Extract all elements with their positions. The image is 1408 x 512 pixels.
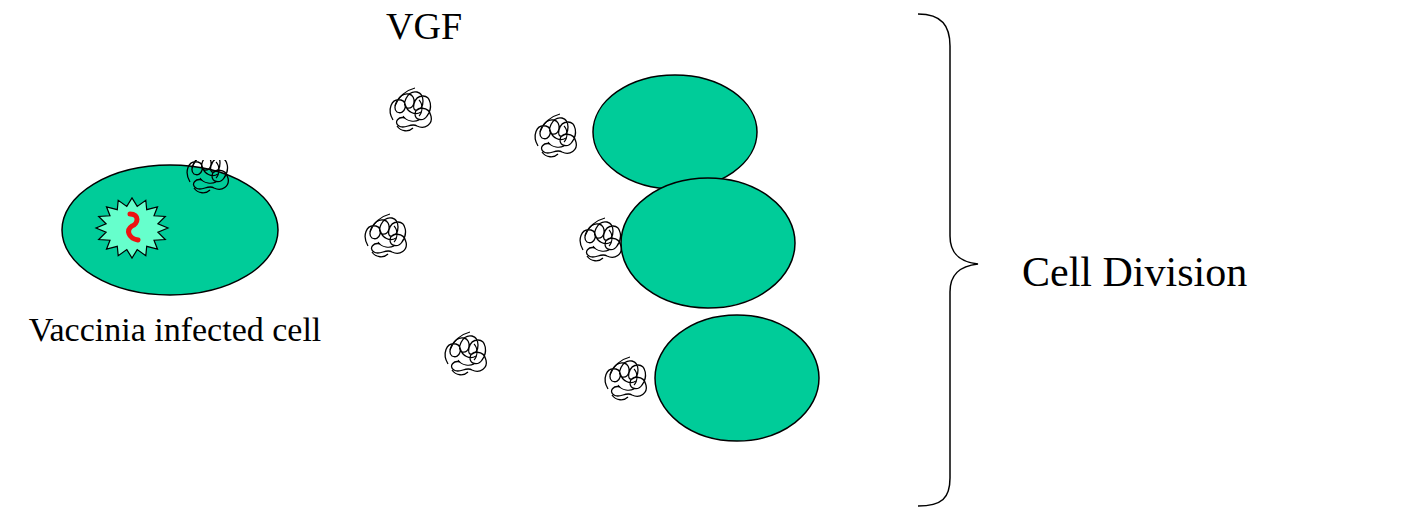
target-cell [655, 315, 819, 441]
target-cell [593, 75, 757, 189]
vgf-particle [605, 357, 646, 400]
vgf-particle [445, 332, 486, 375]
vgf-particle [365, 214, 406, 257]
cell-label: Vaccinia infected cell [20, 309, 330, 352]
brace [918, 14, 978, 506]
vgf-particle [580, 218, 621, 261]
outcome-label: Cell Division [1022, 248, 1247, 296]
protein-label: VGF [386, 4, 462, 48]
vgf-particle [535, 114, 576, 157]
vgf-particle [390, 88, 431, 131]
nucleus [96, 198, 168, 258]
viral-dna [129, 214, 138, 240]
target-cell [621, 178, 795, 308]
vgf-particle [187, 160, 228, 193]
infected-cell: Vaccinia infected cell [20, 160, 330, 352]
